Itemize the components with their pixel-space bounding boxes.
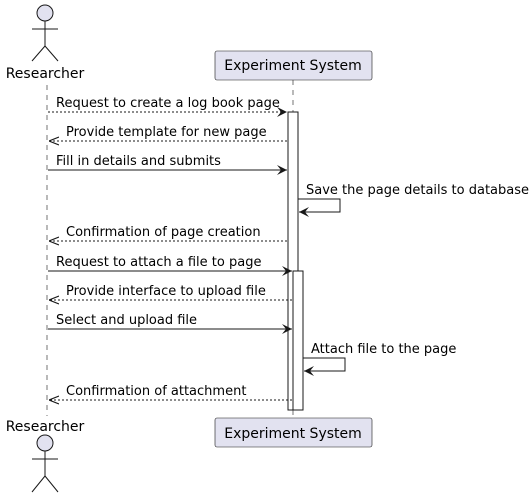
- system-box-top: [214, 50, 373, 81]
- actor-head-icon-bottom: [36, 434, 54, 452]
- system-label-bottom: Experiment System: [224, 426, 362, 442]
- actor-head-icon: [36, 4, 54, 22]
- researcher-label-bottom: Researcher: [6, 419, 85, 435]
- message-label-6: Request to attach a file to page: [56, 255, 261, 270]
- researcher-label-top: Researcher: [6, 66, 85, 82]
- message-label-4: Save the page details to database: [306, 183, 529, 198]
- message-label-3: Fill in details and submits: [56, 154, 221, 169]
- message-arrow-9: [303, 357, 346, 376]
- message-label-10: Confirmation of attachment: [66, 384, 246, 399]
- message-label-1: Request to create a log book page: [56, 96, 280, 111]
- message-label-5: Confirmation of page creation: [66, 225, 261, 240]
- message-arrow-4: [298, 198, 341, 217]
- researcher-actor-top: [31, 4, 59, 62]
- researcher-actor-bottom: [31, 434, 59, 493]
- message-label-7: Provide interface to upload file: [66, 284, 266, 299]
- activation-bar-inner: [292, 270, 304, 411]
- message-label-9: Attach file to the page: [311, 342, 456, 357]
- system-box-bottom: [214, 417, 373, 448]
- message-label-2: Provide template for new page: [66, 125, 267, 140]
- message-label-8: Select and upload file: [56, 313, 197, 328]
- system-label-top: Experiment System: [224, 58, 362, 74]
